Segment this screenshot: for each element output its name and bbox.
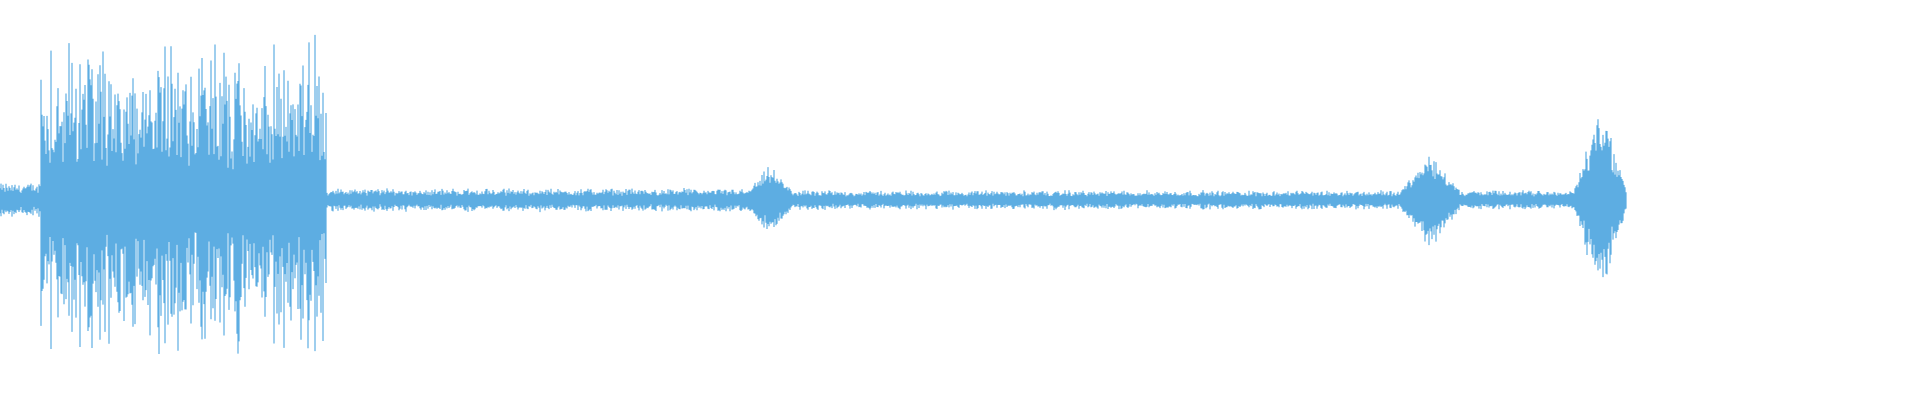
waveform-path (0, 34, 1627, 354)
